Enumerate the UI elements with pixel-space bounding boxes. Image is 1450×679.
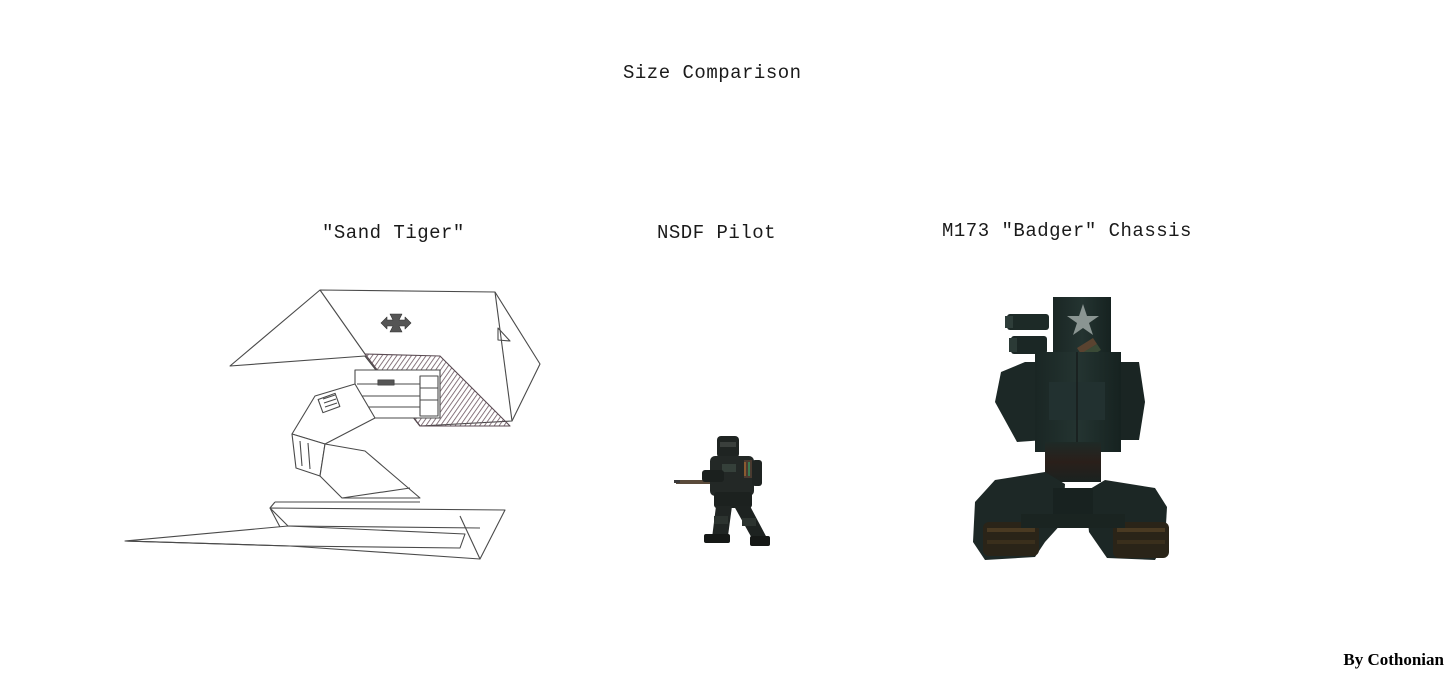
page-title: Size Comparison bbox=[623, 62, 802, 84]
badger-chassis-figure bbox=[973, 297, 1169, 560]
pilot-label: NSDF Pilot bbox=[657, 222, 777, 244]
sand-tiger-sketch bbox=[124, 289, 541, 560]
nsdf-pilot-figure bbox=[674, 436, 770, 546]
sand-tiger-label: "Sand Tiger" bbox=[322, 222, 465, 244]
badger-label: M173 "Badger" Chassis bbox=[942, 220, 1192, 242]
author-credit: By Cothonian bbox=[1343, 650, 1444, 669]
